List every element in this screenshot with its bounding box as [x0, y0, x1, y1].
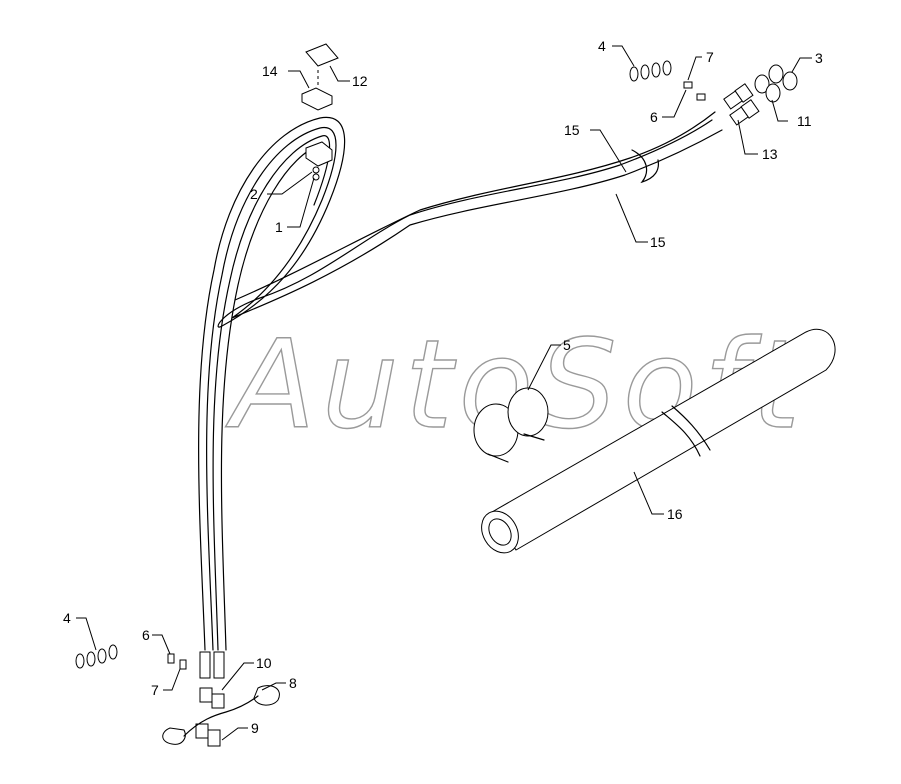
- lower-fittings: [162, 651, 280, 747]
- protective-sleeve: [481, 328, 836, 554]
- callout-1: 1: [275, 219, 283, 235]
- leader-lines: [76, 45, 812, 741]
- callout-5: 5: [563, 337, 571, 353]
- callout-4-bottom: 4: [63, 610, 71, 626]
- callout-6-bottom: 6: [142, 627, 150, 643]
- clamp-plate: [301, 43, 339, 181]
- callout-10: 10: [256, 655, 272, 671]
- callout-7-bottom: 7: [151, 682, 159, 698]
- upper-fittings: [683, 64, 798, 126]
- callout-11: 11: [797, 113, 812, 129]
- cable-ties: [473, 387, 549, 463]
- callout-16: 16: [667, 506, 683, 522]
- o-rings-bottom: [75, 644, 118, 669]
- callout-8: 8: [289, 675, 297, 691]
- callout-labels: 1 2 3 4 4 5 6 6 7 7 8 9 10 11 12 13 14 1…: [63, 38, 823, 736]
- callout-7-top: 7: [706, 49, 714, 65]
- callout-15-top: 15: [564, 122, 580, 138]
- callout-15-bottom: 15: [650, 234, 666, 250]
- callout-12: 12: [352, 73, 368, 89]
- o-rings-top: [629, 60, 672, 82]
- callout-2: 2: [250, 186, 258, 202]
- callout-14: 14: [262, 63, 278, 79]
- callout-3: 3: [815, 50, 823, 66]
- callout-4-top: 4: [598, 38, 606, 54]
- callout-9: 9: [251, 720, 259, 736]
- hose-bundle: [198, 111, 723, 651]
- callout-6-top: 6: [650, 109, 658, 125]
- callout-13: 13: [762, 146, 778, 162]
